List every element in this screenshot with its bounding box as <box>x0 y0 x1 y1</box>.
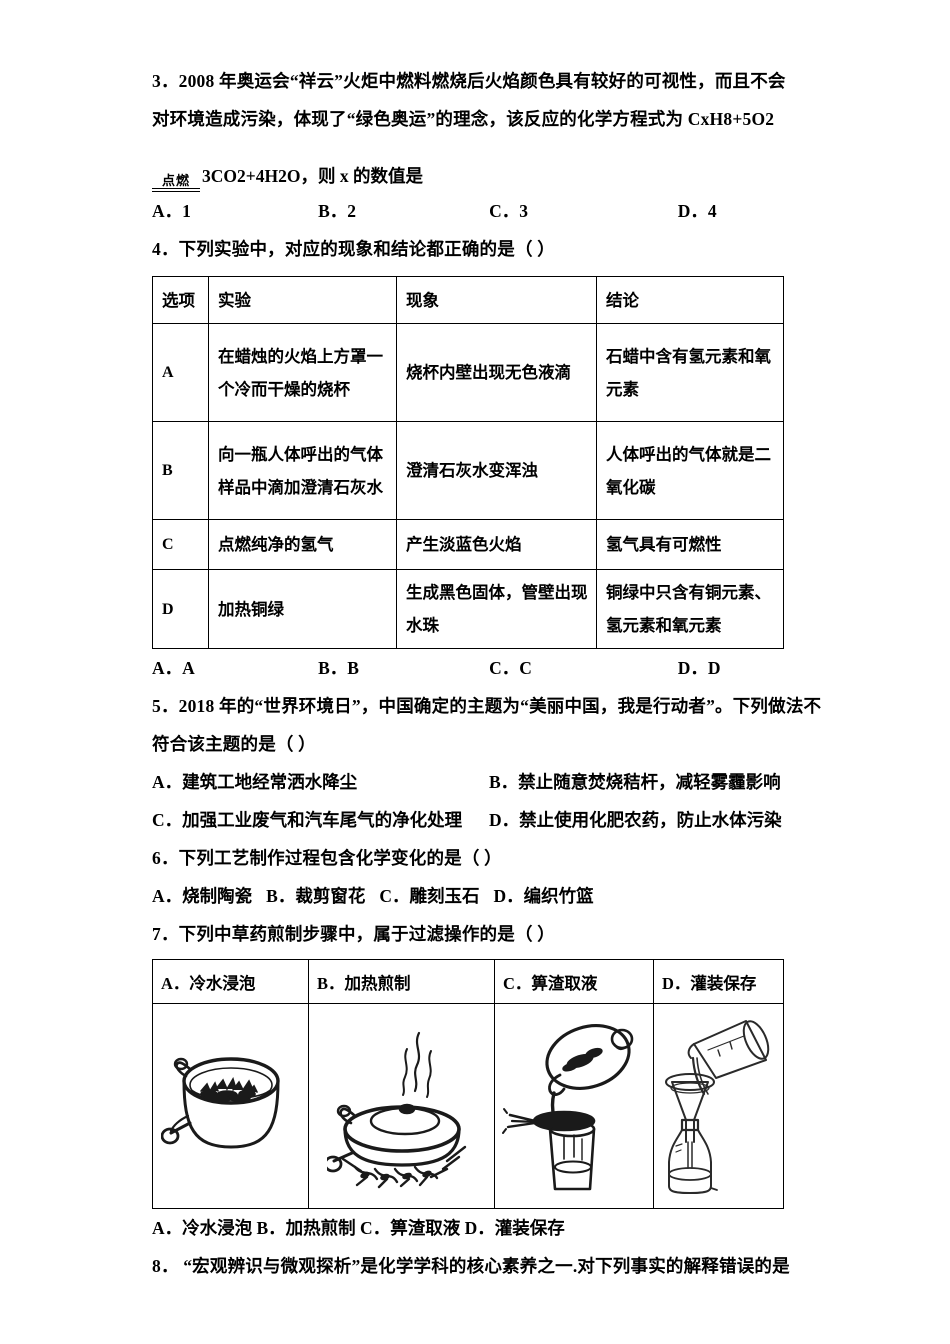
question-3-reaction-line: 点燃 3CO2+4H2O，则 x 的数值是 <box>152 146 795 192</box>
question-5-options-row-1: A．建筑工地经常洒水降尘 B．禁止随意焚烧秸杆，减轻雾霾影响 <box>152 763 795 801</box>
reaction-arrow-bar <box>152 188 200 192</box>
row-option-letter: B <box>152 421 209 520</box>
row-phenomenon: 烧杯内壁出现无色液滴 <box>396 323 597 422</box>
covered-pot-on-fire-with-steam-icon <box>326 1031 466 1188</box>
question-3-options: A．1 B．2 C．3 D．4 <box>152 192 795 230</box>
row-phenomenon: 生成黑色固体，管壁出现水珠 <box>396 569 597 649</box>
question-4-options: A．A B．B C．C D．D <box>152 649 795 687</box>
question-3-line-1: 3．2008 年奥运会“祥云”火炬中燃料燃烧后火焰颜色具有较好的可视性，而且不会 <box>152 71 786 91</box>
question-6-options: A．烧制陶瓷 B．裁剪窗花 C．雕刻玉石 D．编织竹篮 <box>152 877 795 915</box>
question-3-line-2: 对环境造成污染，体现了“绿色奥运”的理念，该反应的化学方程式为 CxH8+5O2 <box>152 109 775 129</box>
row-experiment: 加热铜绿 <box>208 569 397 649</box>
row-phenomenon: 产生淡蓝色火焰 <box>396 519 597 570</box>
question-4-stem: 4．下列实验中，对应的现象和结论都正确的是（ ） <box>152 239 555 259</box>
row-conclusion: 铜绿中只含有铜元素、氢元素和氧元素 <box>596 569 784 649</box>
header-experiment: 实验 <box>208 276 397 324</box>
pics-image-row <box>152 1003 784 1209</box>
table-row: A 在蜡烛的火焰上方罩一个冷而干燥的烧杯 烧杯内壁出现无色液滴 石蜡中含有氢元素… <box>152 323 784 422</box>
table-row: C 点燃纯净的氢气 产生淡蓝色火焰 氢气具有可燃性 <box>152 519 784 570</box>
question-7-options[interactable]: A．冷水浸泡 B．加热煎制 C．箅渣取液 D．灌装保存 <box>152 1218 565 1238</box>
row-option-letter: A <box>152 323 209 422</box>
header-phenomenon: 现象 <box>396 276 597 324</box>
cell-image-d <box>653 1003 784 1209</box>
q4-option-a[interactable]: A．A <box>152 658 195 678</box>
q6-option-c[interactable]: C．雕刻玉石 <box>379 886 480 906</box>
pot-with-herbs-soaking-icon <box>160 1056 280 1148</box>
question-3-block: 3．2008 年奥运会“祥云”火炬中燃料燃烧后火焰颜色具有较好的可视性，而且不会… <box>152 62 795 230</box>
row-experiment: 向一瓶人体呼出的气体样品中滴加澄清石灰水 <box>208 421 397 520</box>
cell-image-c <box>494 1003 654 1209</box>
q5-option-c[interactable]: C．加强工业废气和汽车尾气的净化处理 <box>152 810 463 830</box>
reaction-arrow: 点燃 <box>152 173 200 192</box>
pic-header-c: C．箅渣取液 <box>494 959 654 1004</box>
pouring-through-funnel-into-bottle-icon <box>664 1020 769 1194</box>
q6-option-a[interactable]: A．烧制陶瓷 <box>152 886 253 906</box>
reaction-condition-label: 点燃 <box>161 173 190 188</box>
question-8-stem: 8． “宏观辨识与微观探析”是化学学科的核心素养之一.对下列事实的解释错误的是 <box>152 1256 790 1276</box>
q4-option-c[interactable]: C．C <box>489 658 532 678</box>
row-option-letter: D <box>152 569 209 649</box>
q5-option-d[interactable]: D．禁止使用化肥农药，防止水体污染 <box>489 810 782 830</box>
header-conclusion: 结论 <box>596 276 784 324</box>
row-conclusion: 氢气具有可燃性 <box>596 519 784 570</box>
q6-option-d[interactable]: D．编织竹篮 <box>493 886 594 906</box>
q3-option-c[interactable]: C．3 <box>489 201 529 221</box>
question-7-stem: 7．下列中草药煎制步骤中，属于过滤操作的是（ ） <box>152 924 555 944</box>
table-row: D 加热铜绿 生成黑色固体，管壁出现水珠 铜绿中只含有铜元素、氢元素和氧元素 <box>152 569 784 649</box>
header-option: 选项 <box>152 276 209 324</box>
q3-option-d[interactable]: D．4 <box>677 201 717 221</box>
q4-option-d[interactable]: D．D <box>677 658 721 678</box>
question-6-stem: 6．下列工艺制作过程包含化学变化的是（ ） <box>152 848 502 868</box>
q5-option-b[interactable]: B．禁止随意焚烧秸杆，减轻雾霾影响 <box>489 772 781 792</box>
row-conclusion: 人体呼出的气体就是二氧化碳 <box>596 421 784 520</box>
question-5-options-row-2: C．加强工业废气和汽车尾气的净化处理 D．禁止使用化肥农药，防止水体污染 <box>152 801 795 839</box>
q4-option-b[interactable]: B．B <box>318 658 359 678</box>
row-experiment: 点燃纯净的氢气 <box>208 519 397 570</box>
herb-decoction-steps-table: A．冷水浸泡 B．加热煎制 C．箅渣取液 D．灌装保存 <box>152 959 784 1209</box>
experiment-table: 选项 实验 现象 结论 A 在蜡烛的火焰上方罩一个冷而干燥的烧杯 烧杯内壁出现无… <box>152 276 784 649</box>
q6-option-b[interactable]: B．裁剪窗花 <box>266 886 366 906</box>
cell-image-b <box>308 1003 495 1209</box>
question-3-reaction-tail: 3CO2+4H2O，则 x 的数值是 <box>202 166 423 186</box>
q3-option-b[interactable]: B．2 <box>318 201 357 221</box>
table-header-row: 选项 实验 现象 结论 <box>152 276 784 324</box>
pouring-through-strainer-into-glass-icon <box>501 1024 633 1191</box>
q5-option-a[interactable]: A．建筑工地经常洒水降尘 <box>152 772 358 792</box>
question-5-stem-line-2: 符合该主题的是（ ） <box>152 734 316 754</box>
table-row: B 向一瓶人体呼出的气体样品中滴加澄清石灰水 澄清石灰水变浑浊 人体呼出的气体就… <box>152 421 784 520</box>
row-option-letter: C <box>152 519 209 570</box>
row-conclusion: 石蜡中含有氢元素和氧元素 <box>596 323 784 422</box>
cell-image-a <box>152 1003 309 1209</box>
row-phenomenon: 澄清石灰水变浑浊 <box>396 421 597 520</box>
question-5-stem-line-1: 5．2018 年的“世界环境日”，中国确定的主题为“美丽中国，我是行动者”。下列… <box>152 696 822 716</box>
pics-header-row: A．冷水浸泡 B．加热煎制 C．箅渣取液 D．灌装保存 <box>152 959 784 1004</box>
pic-header-d: D．灌装保存 <box>653 959 784 1004</box>
pic-header-a: A．冷水浸泡 <box>152 959 309 1004</box>
row-experiment: 在蜡烛的火焰上方罩一个冷而干燥的烧杯 <box>208 323 397 422</box>
pic-header-b: B．加热煎制 <box>308 959 495 1004</box>
q3-option-a[interactable]: A．1 <box>152 201 191 221</box>
